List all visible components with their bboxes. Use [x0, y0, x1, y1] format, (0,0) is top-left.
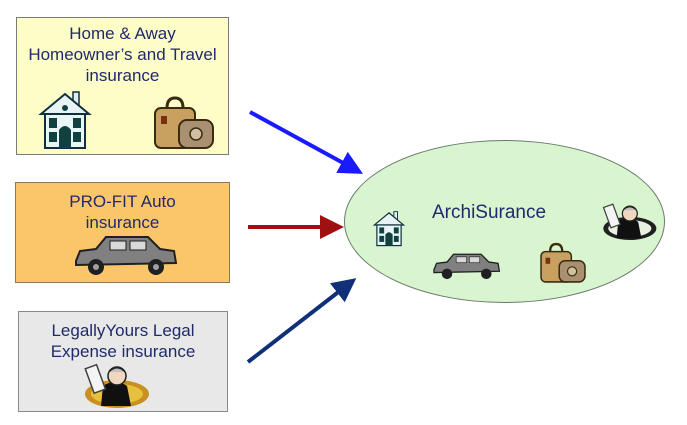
home-away-title-line-3: insurance	[85, 66, 160, 85]
archisurance-title: ArchiSurance	[432, 202, 547, 223]
home-away-box: Home & Away Homeowner’s and Travel insur…	[16, 17, 229, 155]
pro-fit-auto-box: PRO-FIT Auto insurance	[15, 182, 230, 283]
car-icon	[433, 253, 501, 280]
luggage-icon	[540, 242, 586, 283]
lawyer-icon	[602, 203, 657, 241]
legallyyours-title-line-1: LegallyYours Legal	[51, 321, 195, 340]
luggage-icon	[154, 96, 214, 149]
legallyyours-title: LegallyYours Legal Expense insurance	[19, 320, 227, 362]
car-icon	[75, 236, 178, 275]
legallyyours-title-line-2: Expense insurance	[50, 342, 196, 361]
home-away-title: Home & Away Homeowner’s and Travel insur…	[17, 23, 228, 86]
pro-fit-auto-title: PRO-FIT Auto insurance	[16, 191, 229, 233]
legallyyours-box: LegallyYours Legal Expense insurance	[18, 311, 228, 412]
arrow-home-to-archisurance	[249, 110, 364, 174]
pro-fit-auto-title-line-2: insurance	[85, 213, 160, 232]
house-icon	[372, 211, 406, 247]
pro-fit-auto-title-line-1: PRO-FIT Auto	[69, 192, 176, 211]
arrow-legal-to-archisurance	[246, 278, 357, 364]
home-away-title-line-2: Homeowner’s and Travel	[28, 45, 217, 64]
home-away-title-line-1: Home & Away	[69, 24, 176, 43]
house-icon	[38, 91, 92, 149]
lawyer-icon	[84, 363, 149, 408]
